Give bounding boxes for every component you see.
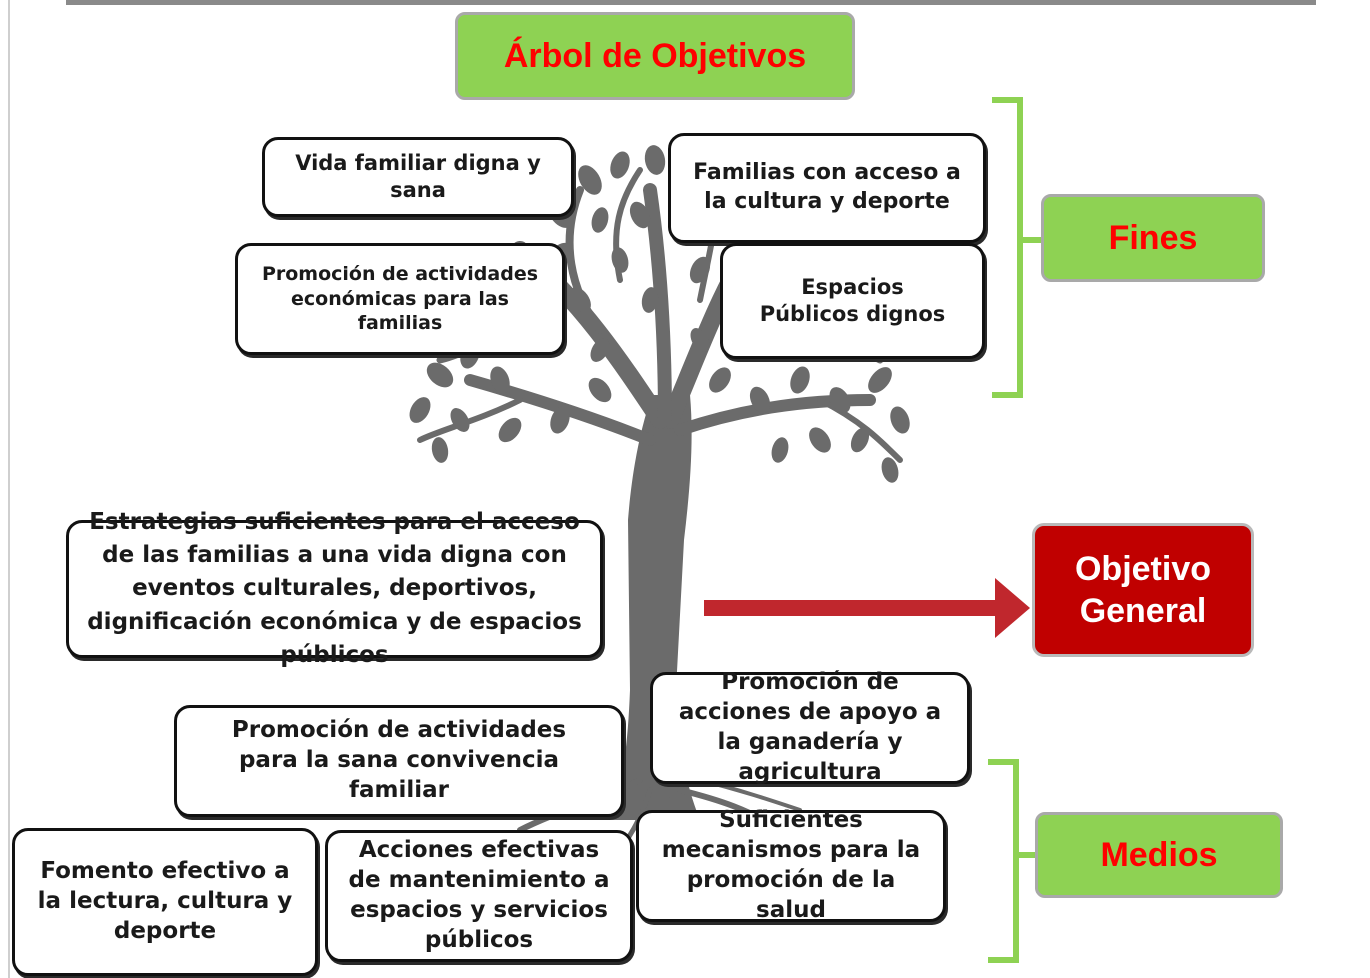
medio-box-salud: Suficientes mecanismos para la promoción… bbox=[636, 807, 946, 923]
medio-box-convivencia: Promoción de actividades para la sana co… bbox=[174, 705, 624, 817]
fin-box-espacios-publicos: Espacios Públicos dignos bbox=[720, 243, 985, 359]
medio-box-mantenimiento: Acciones efectivas de mantenimiento a es… bbox=[325, 830, 633, 962]
diagram-title: Árbol de Objetivos bbox=[455, 12, 855, 100]
fines-label: Fines bbox=[1041, 194, 1265, 282]
medio-box-ganaderia: Promoción de acciones de apoyo a la gana… bbox=[650, 669, 970, 785]
fin-box-actividades-economicas: Promoción de actividades económicas para… bbox=[235, 243, 565, 355]
fin-box-acceso-cultura: Familias con acceso a la cultura y depor… bbox=[668, 133, 986, 243]
medio-box-lectura: Fomento efectivo a la lectura, cultura y… bbox=[12, 828, 318, 976]
medios-label: Medios bbox=[1035, 812, 1283, 898]
frame-left-border bbox=[8, 0, 10, 978]
fin-box-vida-familiar: Vida familiar digna y sana bbox=[262, 137, 574, 217]
diagram-title-text: Árbol de Objetivos bbox=[503, 36, 807, 75]
objetivo-general-description: Estrategias suficientes para el acceso d… bbox=[66, 509, 603, 668]
frame-top-border bbox=[66, 0, 1316, 5]
objetivo-general-label: Objetivo General bbox=[1032, 523, 1254, 657]
arrow-right-icon bbox=[704, 578, 1030, 638]
